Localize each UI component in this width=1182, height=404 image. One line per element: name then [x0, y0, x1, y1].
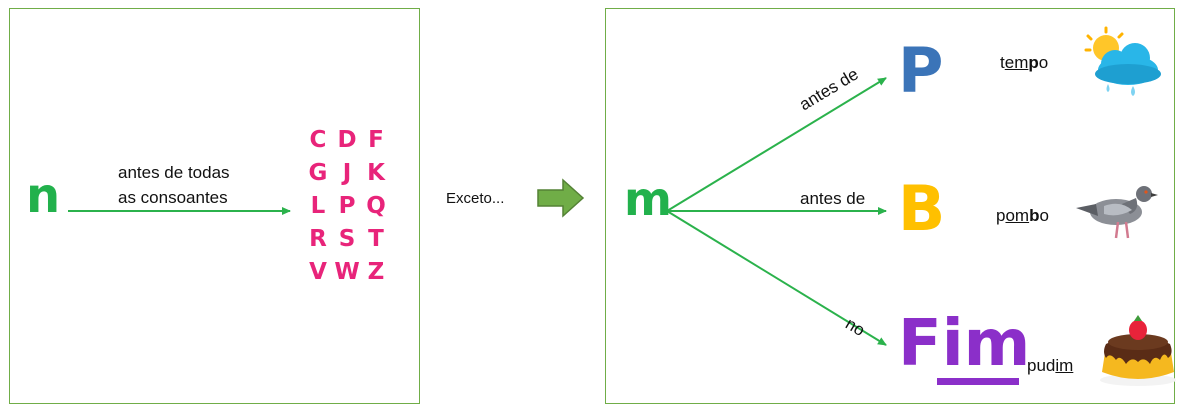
- target-word-fim: Fim: [898, 312, 1030, 376]
- consonant-r: R: [309, 226, 327, 252]
- target-letter-p: P: [898, 34, 944, 107]
- example-pudim: pudim: [1027, 356, 1073, 376]
- arrow-m-to-p: [666, 77, 887, 212]
- example-tempo-underlined: em: [1004, 53, 1029, 72]
- consonant-w: W: [334, 259, 360, 285]
- arrow-m-to-fim: [666, 210, 887, 346]
- consonant-l: L: [310, 193, 326, 219]
- consonant-t: T: [368, 226, 384, 252]
- consonant-g: G: [308, 160, 328, 186]
- consonant-z: Z: [367, 259, 385, 285]
- example-pombo-bold: b: [1029, 206, 1040, 225]
- pudding-cake-icon: [1100, 315, 1176, 386]
- target-letter-b: B: [898, 172, 946, 245]
- example-pombo-pre: p: [996, 206, 1006, 225]
- except-arrow-icon: [537, 178, 585, 218]
- consonant-q: Q: [366, 193, 386, 219]
- consonant-v: V: [309, 259, 327, 285]
- example-tempo-post: o: [1038, 53, 1049, 72]
- except-label: Exceto...: [446, 190, 505, 207]
- target-fim-f: F: [898, 307, 942, 381]
- letter-n: n: [26, 168, 61, 224]
- pigeon-icon: [1076, 186, 1158, 239]
- consonant-f: F: [368, 127, 384, 153]
- example-pudim-underlined: im: [1055, 356, 1074, 375]
- fim-underline: [937, 378, 1019, 385]
- rule-line-2: as consoantes: [118, 188, 228, 207]
- consonant-k: K: [367, 160, 385, 186]
- letter-m: m: [624, 172, 672, 226]
- consonant-d: D: [337, 127, 357, 153]
- consonant-p: P: [338, 193, 356, 219]
- consonant-s: S: [338, 226, 356, 252]
- left-panel: [9, 8, 420, 404]
- example-pombo-underlined: om: [1005, 206, 1030, 225]
- example-tempo-pre: t: [1000, 53, 1005, 72]
- example-tempo: tempo: [1000, 53, 1048, 73]
- rule-line-1: antes de todas: [118, 163, 230, 182]
- target-fim-im: im: [941, 307, 1031, 381]
- consonant-c: C: [309, 127, 327, 153]
- right-panel: [605, 8, 1175, 404]
- example-tempo-bold: p: [1028, 53, 1039, 72]
- example-pombo-post: o: [1039, 206, 1049, 225]
- branch-label-b: antes de: [800, 189, 866, 208]
- consonant-j: J: [342, 160, 352, 186]
- example-pombo: pombo: [996, 206, 1049, 226]
- example-pudim-pre: pud: [1027, 356, 1056, 375]
- weather-sun-cloud-rain-icon: [1084, 26, 1161, 96]
